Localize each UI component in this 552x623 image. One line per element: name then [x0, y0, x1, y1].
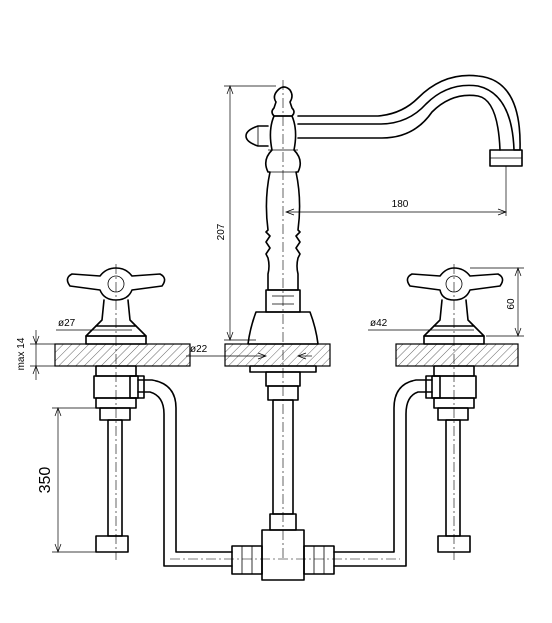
right-handle-assembly — [406, 264, 504, 560]
tee-nut-right — [303, 545, 335, 575]
dim-handle-height: 60 — [506, 298, 517, 310]
spout-arm — [297, 74, 521, 151]
left-hose — [107, 419, 123, 537]
dim-spout-height: 207 — [216, 223, 227, 240]
connecting-pipes — [129, 375, 441, 581]
dim-spout-reach: 180 — [392, 199, 409, 210]
deck-left — [54, 343, 191, 367]
dim-hole-center: ø22 — [190, 344, 208, 355]
dim-hole-right: ø42 — [370, 318, 388, 329]
spout-side-knob — [245, 125, 269, 147]
center-spout-assembly — [245, 74, 523, 560]
dim-hole-left: ø27 — [58, 318, 76, 329]
dimension-labels: 207 180 60 ø27 ø22 ø42 max 14 350 — [16, 199, 517, 493]
right-cross-handle — [406, 267, 504, 301]
left-hose-fitting — [95, 535, 129, 553]
dim-hose-length: 350 — [37, 467, 54, 494]
deck-sections — [54, 343, 519, 367]
right-hose — [445, 419, 461, 537]
dim-deck-thickness: max 14 — [16, 337, 27, 370]
dimension-lines — [30, 85, 524, 553]
tee-nut-left — [231, 545, 263, 575]
right-connector-pipe — [333, 379, 433, 553]
spout-arm-lower — [297, 94, 501, 151]
left-connector-pipe — [137, 379, 233, 553]
spout-finial — [271, 86, 295, 117]
spout-base — [247, 311, 319, 345]
left-handle-assembly — [66, 264, 166, 560]
deck-center — [224, 343, 331, 367]
deck-right — [395, 343, 519, 367]
